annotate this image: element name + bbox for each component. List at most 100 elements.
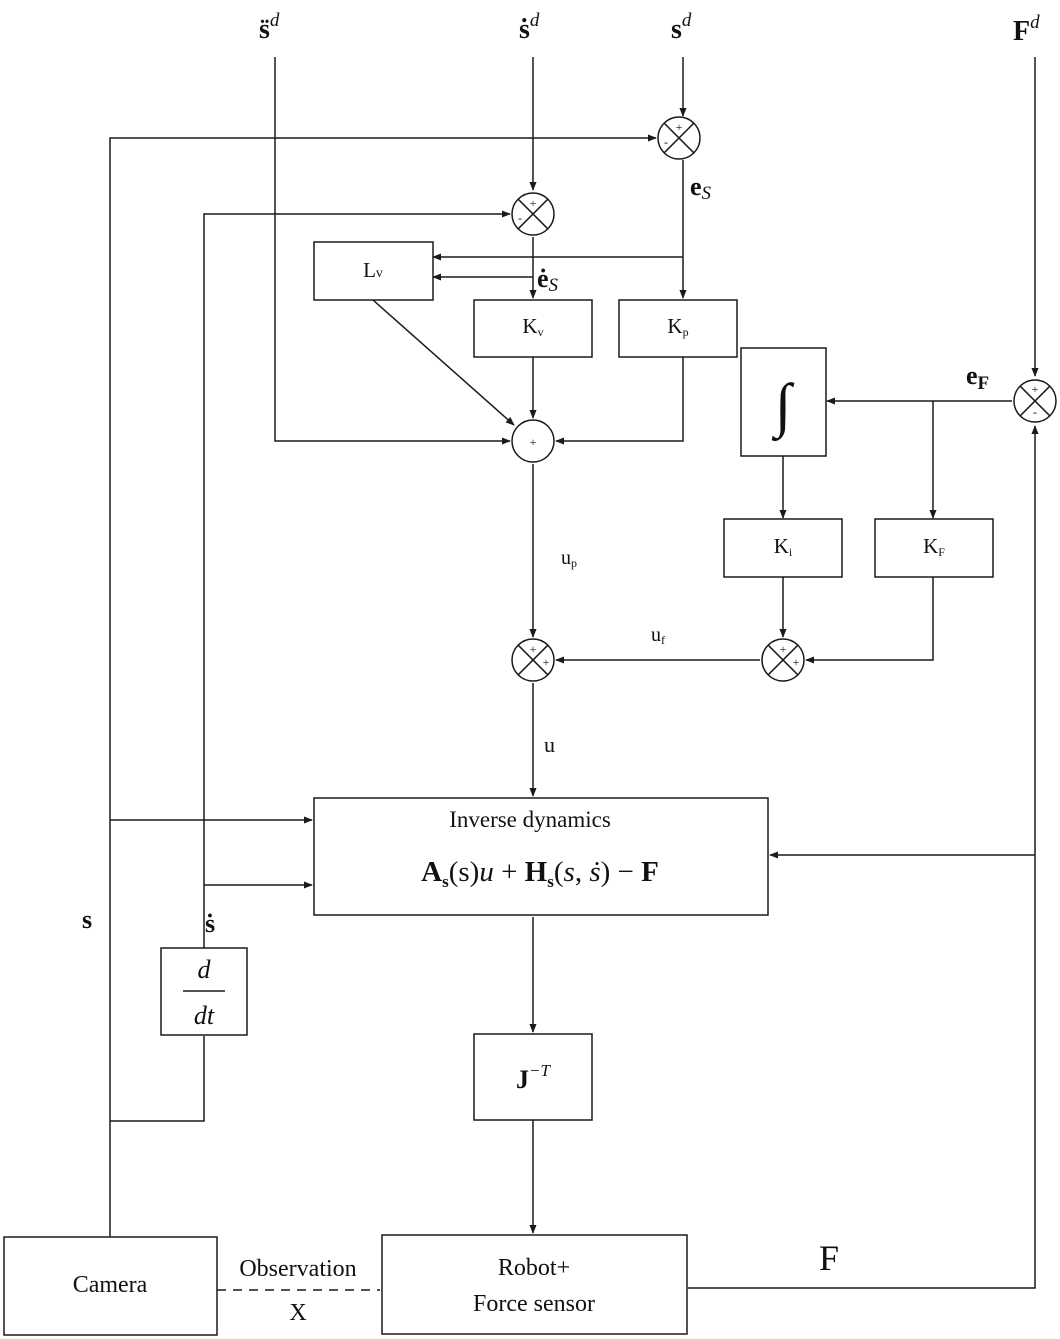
svg-text:Lv: Lv <box>363 258 383 282</box>
block-lv: Lv <box>313 241 434 301</box>
sign-plus: + <box>793 655 800 669</box>
svg-text:Kv: Kv <box>522 314 543 339</box>
ef-main: e <box>966 361 978 390</box>
svg-text:J−T: J−T <box>516 1061 551 1094</box>
junction-position-error: + - <box>657 116 701 160</box>
state-x-label: X <box>289 1300 306 1326</box>
sign-plus: + <box>530 196 537 210</box>
inverse-dynamics-equation: As(s)u + Hs(s, ṡ) − F <box>421 856 659 891</box>
eq-h-sdot: ṡ <box>589 856 600 888</box>
wire-sdd-down <box>274 57 511 445</box>
signal-sdot: ṡ <box>205 909 215 938</box>
ki-sub: i <box>789 545 793 559</box>
sign-minus: - <box>518 211 522 225</box>
up-sub: p <box>571 556 577 570</box>
lv-main: L <box>363 258 376 282</box>
sign-plus: + <box>1032 382 1039 396</box>
wire-sdot-feedback <box>203 210 511 948</box>
svg-text:Ki: Ki <box>774 534 793 559</box>
kf-main: K <box>923 534 938 558</box>
signal-up: up <box>561 547 577 570</box>
input-fd-label: Fd <box>1013 12 1040 47</box>
edots-sub: S <box>549 275 559 296</box>
signal-s: s <box>82 905 92 934</box>
junction-control-sum: + + <box>511 638 555 682</box>
eq-u: u <box>479 856 494 888</box>
svg-text:Kp: Kp <box>667 314 688 339</box>
lv-sub: v <box>376 266 383 281</box>
kf-sub: F <box>938 545 945 559</box>
sign-plus: + <box>530 642 537 656</box>
eq-plus: + <box>494 856 525 888</box>
block-camera: Camera <box>3 1236 218 1336</box>
signal-ef: eF <box>966 361 989 394</box>
sign-plus: + <box>543 655 550 669</box>
block-ki: Ki <box>723 518 843 578</box>
sign-minus: - <box>664 135 668 149</box>
signal-u: u <box>544 732 555 757</box>
camera-label: Camera <box>73 1272 148 1298</box>
signal-uf: uf <box>651 624 665 647</box>
sign-plus: + <box>530 435 537 449</box>
up-main: u <box>561 547 571 569</box>
block-kp: Kp <box>618 299 738 358</box>
inverse-dynamics-title: Inverse dynamics <box>449 807 611 832</box>
svg-text:KF: KF <box>923 534 945 559</box>
input-sd-label: sd <box>671 10 692 45</box>
integral-sign: ∫ <box>772 372 795 442</box>
wire-s-to-ddt <box>110 1036 205 1122</box>
jacobian-exp: −T <box>529 1061 551 1080</box>
input-sdotd: ṡ <box>519 14 530 45</box>
junction-force-sum: + + <box>761 638 805 682</box>
eq-a-sub: s <box>442 872 449 891</box>
input-sdd: s̈ <box>259 14 270 45</box>
input-fd-sup: d <box>1030 12 1040 33</box>
eq-f: F <box>641 856 659 888</box>
block-ddt: d dt <box>160 947 248 1036</box>
input-sdotd-label: ṡd <box>519 10 540 45</box>
sign-plus: + <box>676 120 683 134</box>
block-jacobian: J−T <box>473 1033 593 1121</box>
wire-kf-to-sum <box>805 577 934 664</box>
es-sub: S <box>702 183 712 204</box>
eq-h-sub: s <box>547 872 554 891</box>
uf-sub: f <box>661 633 665 647</box>
input-sdotd-sup: d <box>530 10 540 31</box>
signal-edots: ėS <box>537 264 559 296</box>
signal-es: eS <box>690 172 712 204</box>
signal-wires <box>109 57 1039 1291</box>
input-sdd-label: s̈d <box>259 10 280 45</box>
robot-label-line1: Robot+ <box>498 1255 570 1281</box>
block-integrator: ∫ <box>740 347 827 457</box>
ki-main: K <box>774 534 789 558</box>
robot-label-line2: Force sensor <box>473 1291 595 1317</box>
eq-h: H <box>525 856 548 888</box>
eq-h-comma: , <box>575 856 590 888</box>
sign-plus: + <box>780 642 787 656</box>
ef-sub: F <box>978 373 990 394</box>
junction-force-error: + - <box>1013 379 1057 423</box>
es-main: e <box>690 172 702 201</box>
ddt-denominator: dt <box>194 1001 215 1030</box>
input-fd: F <box>1013 16 1030 47</box>
eq-a-arg: (s) <box>449 856 480 888</box>
eq-h-open: ( <box>554 856 564 888</box>
ddt-numerator: d <box>198 955 212 984</box>
eq-h-s: s <box>564 856 575 888</box>
wire-kp-to-sum <box>555 357 684 445</box>
kp-main: K <box>667 314 682 338</box>
block-robot: Robot+ Force sensor <box>381 1234 688 1335</box>
block-inverse-dynamics: Inverse dynamics As(s)u + Hs(s, ṡ) − F <box>313 797 769 916</box>
wire-lv-to-sum <box>372 299 515 426</box>
kp-sub: p <box>683 325 689 339</box>
input-sdd-sup: d <box>270 10 280 31</box>
wire-s-feedback <box>109 134 657 1238</box>
wire-f-feedback <box>688 425 1039 1289</box>
observation-label: Observation <box>239 1256 356 1282</box>
jacobian-main: J <box>516 1065 529 1094</box>
signal-f-out: F <box>819 1238 839 1278</box>
eq-a: A <box>421 856 442 888</box>
junction-position-sum: + <box>511 419 555 463</box>
edots-main: ė <box>537 264 549 293</box>
